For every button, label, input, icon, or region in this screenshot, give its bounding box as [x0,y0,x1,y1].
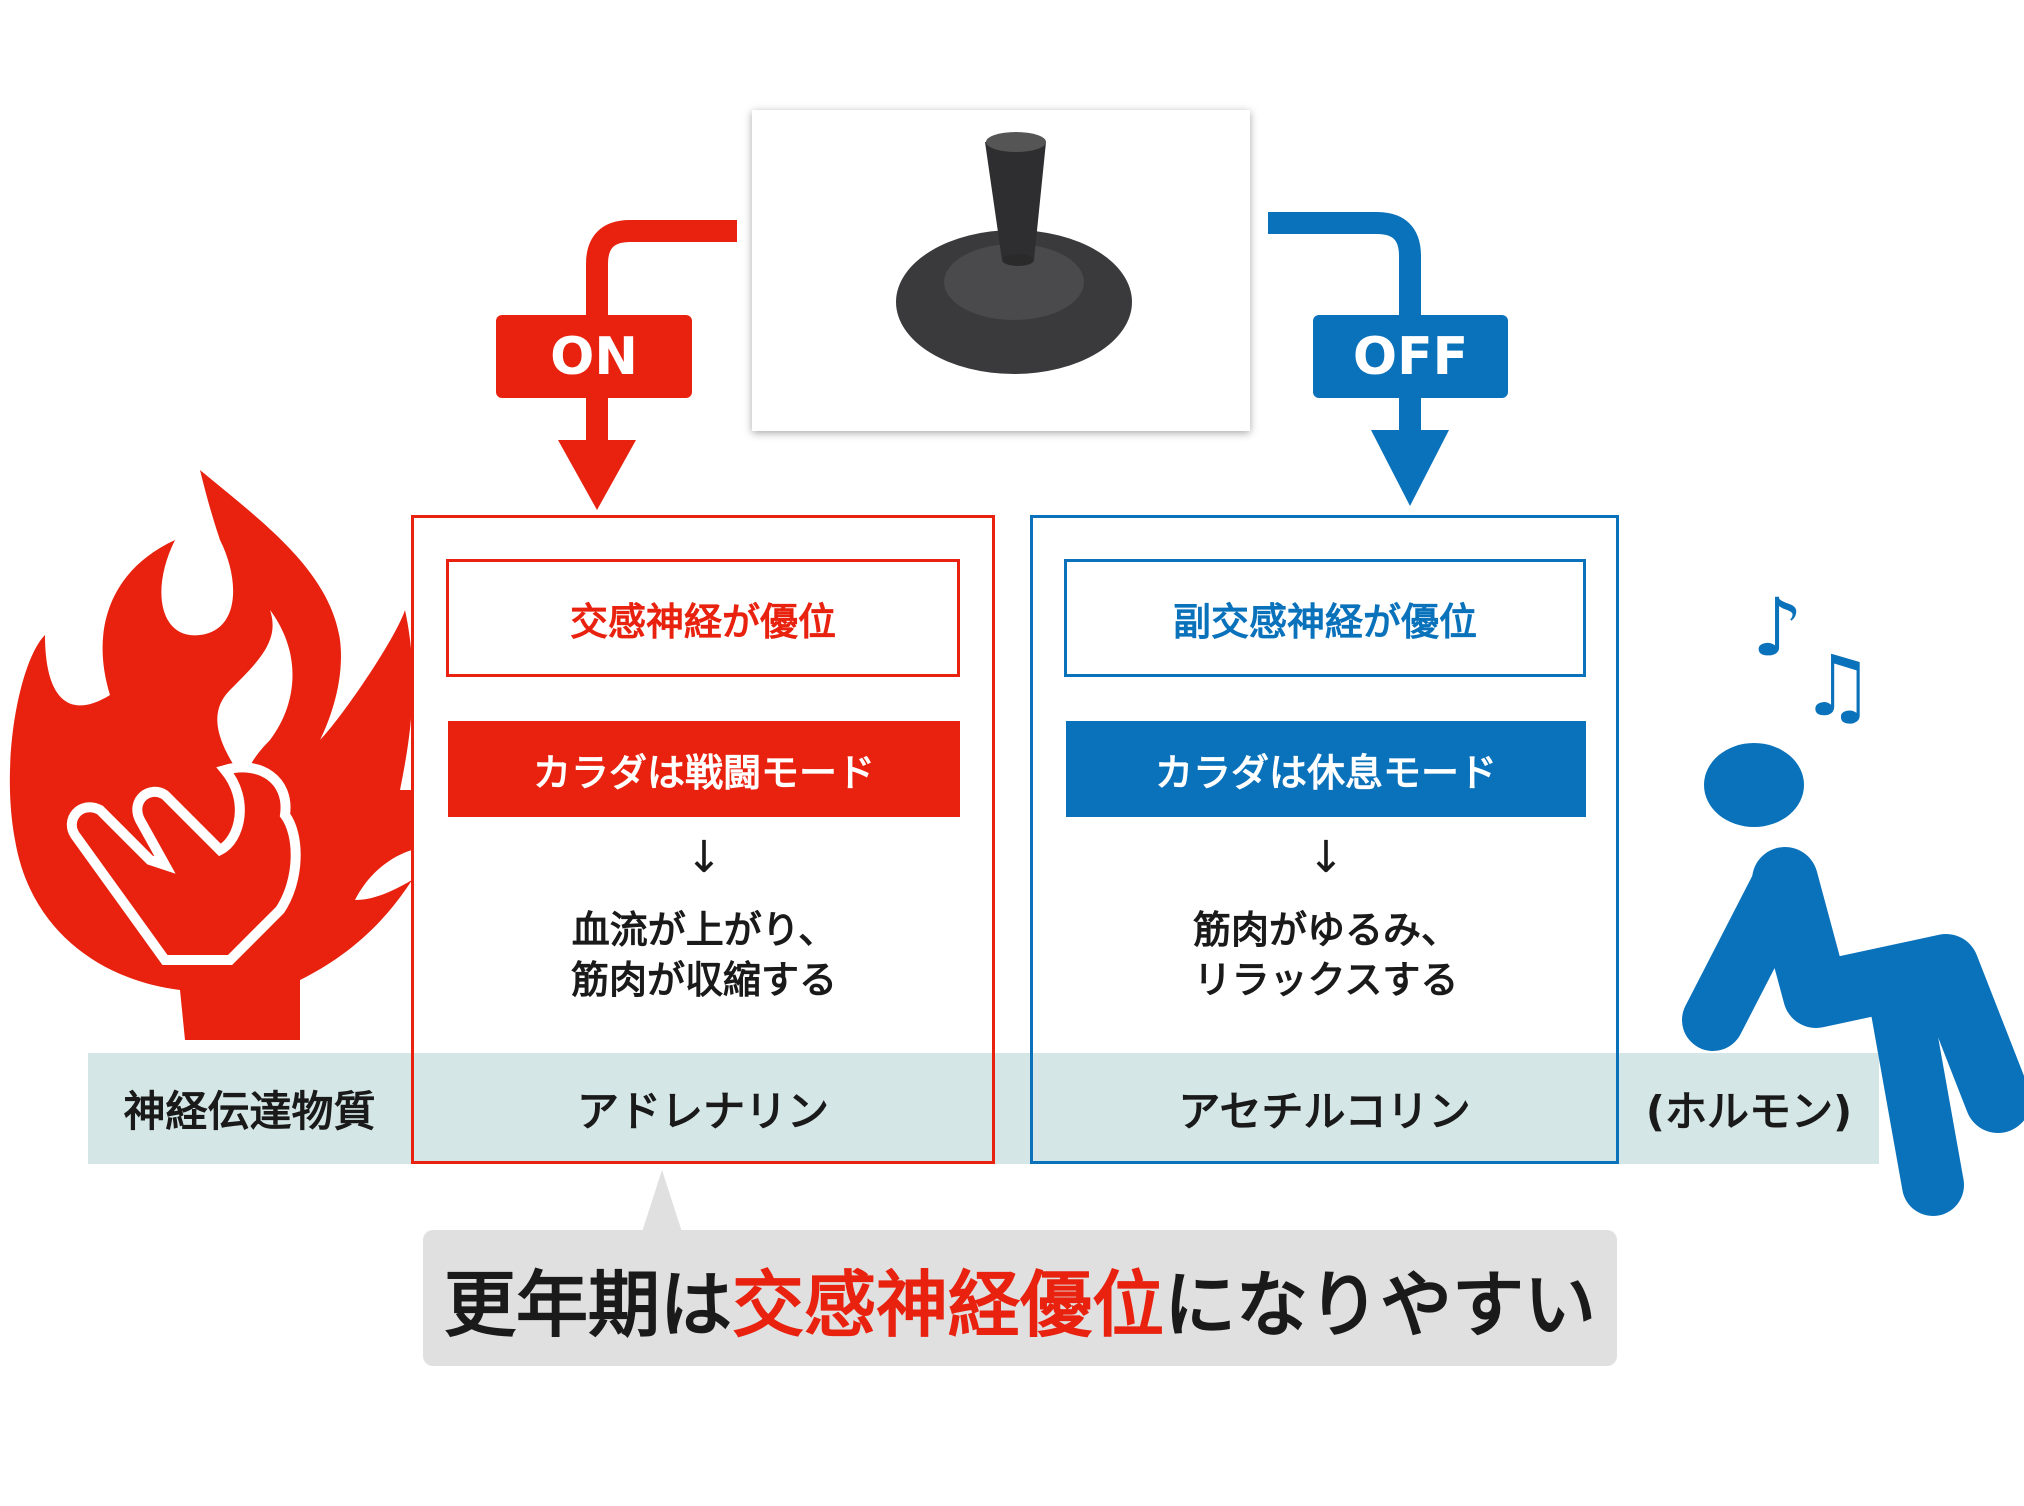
off-arrow [1268,212,1421,440]
callout-highlight: 交感神経優位 [731,1262,1164,1347]
callout-suffix: になりやすい [1164,1262,1597,1347]
switch-arrows [558,212,1449,510]
callout-prefix: 更年期は [443,1262,732,1347]
sympathetic-effect-1: 血流が上がり、 [571,908,837,952]
parasympathetic-effect-1: 筋肉がゆるみ、 [1192,908,1459,952]
relaxing-person-icon: ♪ ♫ [1682,581,2024,1216]
callout-pointer [642,1170,682,1232]
switch-photo [752,110,1250,431]
off-arrowhead [1371,430,1449,506]
parasympathetic-title: 副交感神経が優位 [1064,559,1586,677]
conclusion-callout: 更年期は交感神経優位になりやすい [423,1230,1617,1366]
neurotransmitter-band [88,1053,1879,1164]
parasympathetic-effect-2: リラックスする [1193,958,1459,1002]
parasympathetic-panel [1030,515,1619,1164]
sympathetic-transmitter: アドレナリン [576,1087,829,1136]
on-arrowhead [558,440,636,510]
band-left-label: 神経伝達物質 [123,1087,376,1136]
sympathetic-effect-2: 筋肉が収縮する [570,958,837,1002]
joystick-icon [896,132,1132,374]
sympathetic-panel [411,515,995,1164]
sympathetic-title: 交感神経が優位 [446,559,960,677]
music-note-icon: ♪ [1752,581,1803,674]
burning-fist-icon [9,470,413,1040]
down-arrow-icon: ↓ [1307,831,1345,883]
sympathetic-mode: カラダは戦闘モード [448,721,960,817]
on-label: ON [496,315,692,398]
parasympathetic-mode: カラダは休息モード [1066,721,1586,817]
down-arrow-icon: ↓ [685,831,723,883]
off-label: OFF [1313,315,1508,398]
parasympathetic-transmitter: アセチルコリン [1178,1087,1471,1136]
on-arrow [586,220,737,450]
music-notes-icon: ♫ [1800,637,1875,735]
band-right-label: (ホルモン) [1645,1087,1853,1136]
